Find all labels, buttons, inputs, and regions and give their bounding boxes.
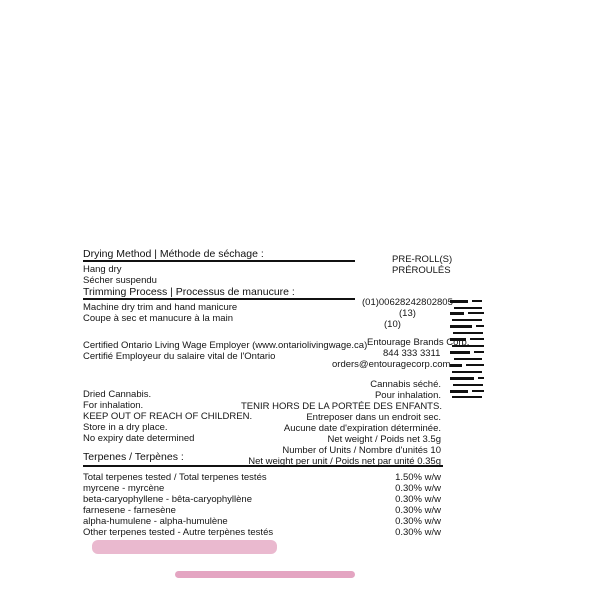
- terpenes-heading: Terpenes / Terpènes :: [83, 451, 184, 463]
- company-name: Entourage Brands Corp.: [367, 337, 470, 348]
- info-aucune-date: Aucune date d'expiration déterminée.: [283, 423, 441, 434]
- number-of-units: Number of Units / Nombre d'unités 10: [282, 445, 441, 456]
- drying-heading: Drying Method | Méthode de séchage :: [83, 248, 264, 260]
- pink-accent-stripe: [92, 540, 277, 554]
- info-inhalation: For inhalation.: [83, 400, 144, 411]
- terpene-row-name: alpha-humulene - alpha-humulène: [83, 516, 228, 527]
- gs1-code-13: (13): [399, 308, 416, 319]
- trimming-heading: Trimming Process | Processus de manucure…: [83, 286, 295, 298]
- terpene-row-value: 1.50% w/w: [395, 472, 441, 483]
- drying-line-fr: Sécher suspendu: [83, 275, 157, 286]
- gs1-code-10: (10): [384, 319, 401, 330]
- barcode-graphic: [450, 300, 484, 398]
- net-weight-per-unit: Net weight per unit / Poids net par unit…: [248, 456, 441, 467]
- terpene-row-value: 0.30% w/w: [395, 527, 441, 538]
- trimming-line-en: Machine dry trim and hand manicure: [83, 302, 238, 313]
- wage-statement-en: Certified Ontario Living Wage Employer (…: [83, 340, 368, 351]
- trimming-divider: [83, 298, 355, 300]
- terpenes-divider: [83, 465, 443, 467]
- info-tenir-hors: TENIR HORS DE LA PORTÉE DES ENFANTS.: [241, 401, 442, 412]
- gtin-code: (01)00628242802805: [362, 297, 453, 308]
- info-dried-cannabis: Dried Cannabis.: [83, 389, 152, 400]
- product-type-fr: PRÉROULÉS: [392, 265, 451, 276]
- terpene-row-value: 0.30% w/w: [395, 505, 441, 516]
- terpene-row-name: beta-caryophyllene - bêta-caryophyllène: [83, 494, 252, 505]
- terpene-row-name: Total terpenes tested / Total terpenes t…: [83, 472, 267, 483]
- info-pour-inhalation: Pour inhalation.: [374, 390, 441, 401]
- info-entreposer: Entreposer dans un endroit sec.: [306, 412, 441, 423]
- company-phone: 844 333 3311: [383, 348, 441, 359]
- terpene-row-name: Other terpenes tested - Autre terpènes t…: [83, 527, 274, 538]
- net-weight: Net weight / Poids net 3.5g: [327, 434, 441, 445]
- terpene-row-name: farnesene - farnesène: [83, 505, 176, 516]
- pink-accent-stripe: [175, 571, 355, 578]
- terpene-row-value: 0.30% w/w: [395, 483, 441, 494]
- company-email: orders@entouragecorp.com: [332, 359, 451, 370]
- wage-statement-fr: Certifié Employeur du salaire vital de l…: [83, 351, 276, 362]
- drying-divider: [83, 260, 355, 262]
- terpene-row-value: 0.30% w/w: [395, 516, 441, 527]
- terpene-row-value: 0.30% w/w: [395, 494, 441, 505]
- terpene-row-name: myrcene - myrcène: [83, 483, 165, 494]
- info-no-expiry: No expiry date determined: [83, 433, 195, 444]
- drying-line-en: Hang dry: [83, 264, 122, 275]
- info-keep-out: KEEP OUT OF REACH OF CHILDREN.: [83, 411, 253, 422]
- info-cannabis-seche: Cannabis séché.: [370, 379, 441, 390]
- trimming-line-fr: Coupe à sec et manucure à la main: [83, 313, 233, 324]
- product-type-en: PRE-ROLL(S): [392, 254, 453, 265]
- info-store-dry: Store in a dry place.: [83, 422, 168, 433]
